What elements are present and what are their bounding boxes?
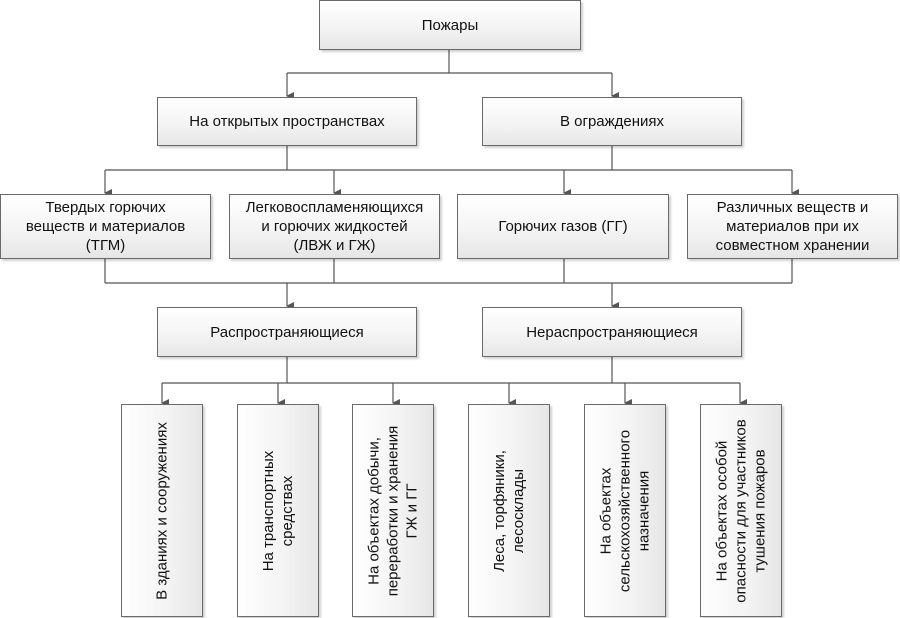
node-forests: Леса, торфяники, лесосклады xyxy=(468,404,550,617)
node-label: Леса, торфяники, лесосклады xyxy=(491,449,527,572)
node-label: На транспортных средствах xyxy=(260,450,296,571)
node-label: Различных веществ и материалов при их со… xyxy=(715,199,870,254)
node-label: Горючих газов (ГГ) xyxy=(498,218,628,235)
node-label: Нераспространяющиеся xyxy=(526,323,698,341)
node-solid-combustibles: Твердых горючих веществ и материалов (ТГ… xyxy=(0,194,211,259)
node-special-danger: На объектах особой опасности для участни… xyxy=(700,404,782,617)
node-extraction-facilities: На объектах добычи, переработки и хранен… xyxy=(352,404,434,617)
node-transport: На транспортных средствах xyxy=(237,404,319,617)
node-fires: Пожары xyxy=(319,0,581,50)
node-label: На открытых пространствах xyxy=(189,113,385,130)
node-spreading: Распространяющиеся xyxy=(157,307,417,357)
node-label: В зданиях и сооружениях xyxy=(153,421,171,600)
node-label: Твердых горючих веществ и материалов (ТГ… xyxy=(25,199,186,254)
node-label: В ограждениях xyxy=(559,113,665,130)
node-mixed-storage: Различных веществ и материалов при их со… xyxy=(687,194,898,259)
node-label: На объектах особой опасности для участни… xyxy=(713,418,769,603)
node-agricultural: На объектах сельскохозяйственного назнач… xyxy=(584,404,666,617)
node-label: Легковоспламеняющихся и горючих жидкосте… xyxy=(245,199,424,254)
connector-level2-up-lines xyxy=(104,258,793,283)
node-label: На объектах добычи, переработки и хранен… xyxy=(365,425,421,596)
node-label: Распространяющиеся xyxy=(210,323,364,341)
node-non-spreading: Нераспространяющиеся xyxy=(482,307,742,357)
node-flammable-liquids: Легковоспламеняющихся и горючих жидкосте… xyxy=(229,194,440,259)
node-buildings: В зданиях и сооружениях xyxy=(121,404,203,617)
node-label: На объектах сельскохозяйственного назнач… xyxy=(597,429,653,592)
node-open-spaces: На открытых пространствах xyxy=(157,97,417,146)
node-enclosures: В ограждениях xyxy=(482,97,742,146)
node-combustible-gases: Горючих газов (ГГ) xyxy=(457,194,669,259)
connector-level3-down xyxy=(286,356,613,383)
node-label: Пожары xyxy=(421,16,479,34)
